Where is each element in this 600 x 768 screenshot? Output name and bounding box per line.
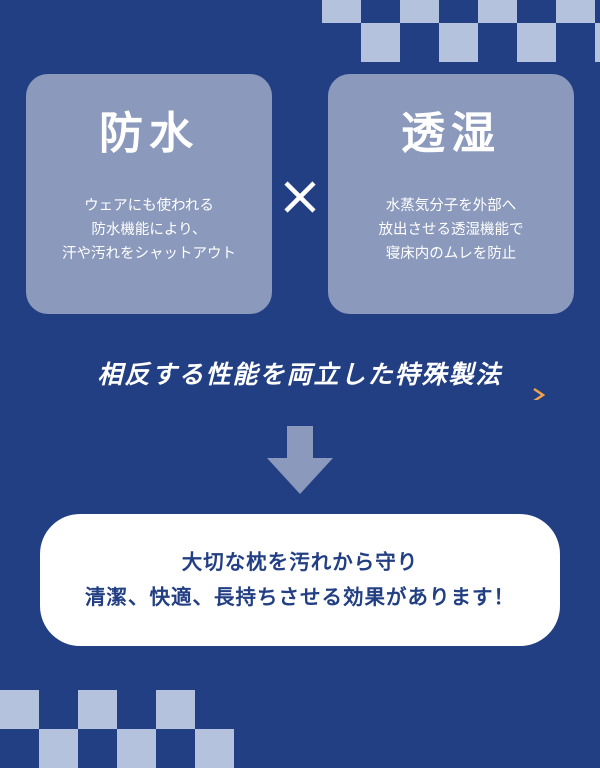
checker-pattern-top — [0, 0, 600, 70]
breathable-card: 透湿 水蒸気分子を外部へ 放出させる透湿機能で 寝床内のムレを防止 — [328, 74, 574, 314]
result-line-2: 清潔、快適、長持ちさせる効果があります！ — [85, 585, 515, 609]
result-line-1: 大切な枕を汚れから守り — [181, 550, 419, 574]
waterproof-description: ウェアにも使われる 防水機能により、 汗や汚れをシャットアウト — [62, 198, 236, 262]
breathable-title: 透湿 — [401, 108, 501, 159]
times-icon — [284, 181, 316, 213]
down-arrow-icon — [267, 426, 333, 494]
headline: 相反する性能を両立した特殊製法 — [97, 360, 503, 389]
breathable-description: 水蒸気分子を外部へ 放出させる透湿機能で 寝床内のムレを防止 — [378, 198, 524, 262]
waterproof-card: 防水 ウェアにも使われる 防水機能により、 汗や汚れをシャットアウト — [26, 74, 272, 314]
result-panel: 大切な枕を汚れから守り 清潔、快適、長持ちさせる効果があります！ — [40, 514, 560, 646]
waterproof-title: 防水 — [99, 108, 199, 159]
checker-pattern-bottom — [0, 680, 300, 768]
headline-underline-arrow-icon — [55, 387, 546, 400]
